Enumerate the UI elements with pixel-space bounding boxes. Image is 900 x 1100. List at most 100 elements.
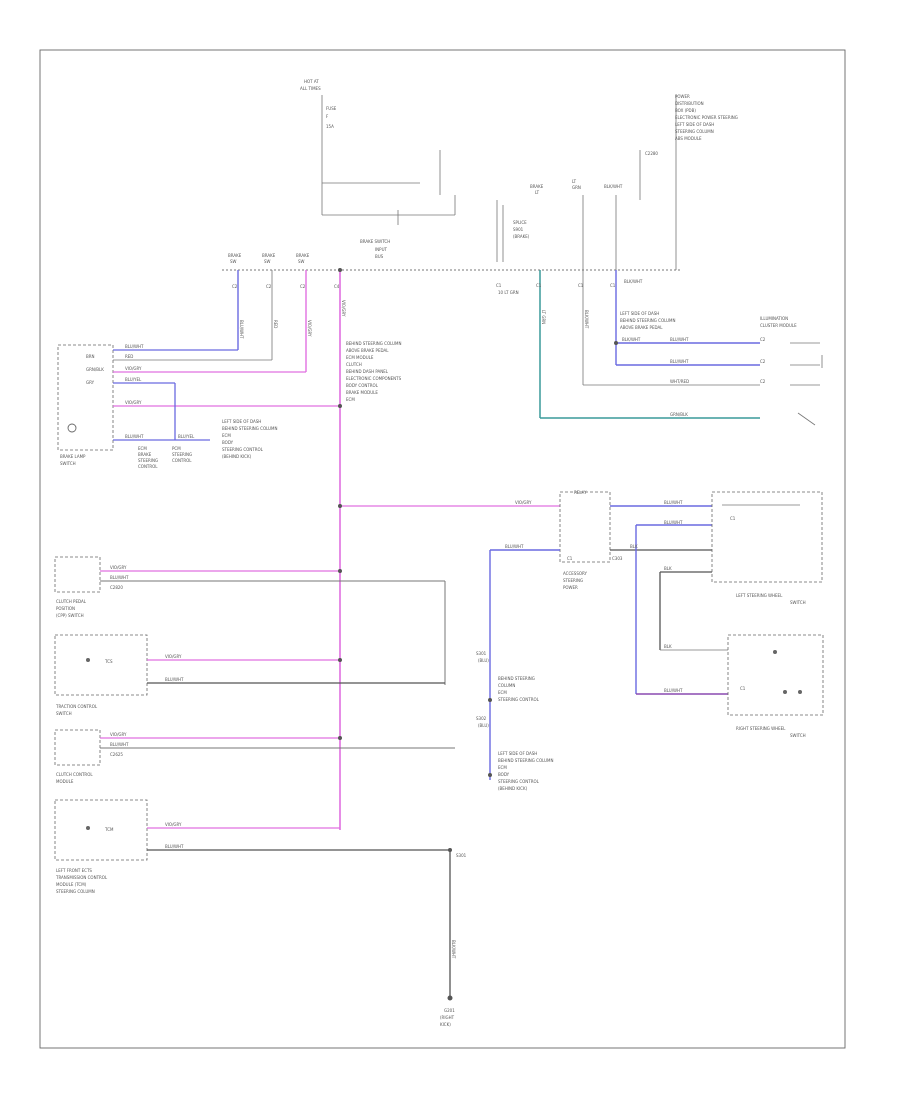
svg-text:C2: C2 bbox=[760, 337, 766, 342]
svg-text:BLU/WHT: BLU/WHT bbox=[664, 500, 683, 505]
diagram-frame bbox=[39, 49, 846, 1049]
svg-text:STEERING CONTROL: STEERING CONTROL bbox=[222, 447, 264, 452]
svg-text:BODY CONTROL: BODY CONTROL bbox=[346, 383, 379, 388]
svg-text:HOT AT: HOT AT bbox=[304, 79, 319, 84]
svg-text:BRAKE: BRAKE bbox=[296, 253, 310, 258]
svg-text:VIO/GRY: VIO/GRY bbox=[125, 366, 142, 371]
svg-text:BLU/WHT: BLU/WHT bbox=[110, 742, 129, 747]
svg-text:BRAKE: BRAKE bbox=[228, 253, 242, 258]
svg-text:BLK/WHT: BLK/WHT bbox=[604, 184, 623, 189]
svg-text:TCS: TCS bbox=[104, 659, 113, 664]
svg-text:BLU/WHT: BLU/WHT bbox=[239, 320, 244, 339]
svg-text:BLK/WHT: BLK/WHT bbox=[451, 940, 456, 959]
svg-text:LEFT SIDE OF DASH: LEFT SIDE OF DASH bbox=[222, 419, 261, 424]
svg-text:ECM: ECM bbox=[138, 446, 147, 451]
svg-text:LEFT SIDE OF DASH: LEFT SIDE OF DASH bbox=[498, 751, 537, 756]
svg-text:RELAY: RELAY bbox=[574, 490, 587, 495]
svg-text:C1: C1 bbox=[610, 283, 616, 288]
svg-text:BLU/WHT: BLU/WHT bbox=[165, 844, 184, 849]
left-drops: C2 C2 C2 C4 BLU/WHT RED VIO/GRY VIO/GRY bbox=[232, 270, 346, 830]
svg-text:(RIGHT: (RIGHT bbox=[440, 1015, 455, 1020]
svg-text:ELECTRONIC COMPONENTS: ELECTRONIC COMPONENTS bbox=[346, 376, 402, 381]
svg-text:C2625: C2625 bbox=[110, 752, 123, 757]
svg-text:STEERING COLUMN: STEERING COLUMN bbox=[675, 129, 714, 134]
svg-text:BLU/WHT: BLU/WHT bbox=[670, 337, 689, 342]
svg-text:KICK): KICK) bbox=[440, 1022, 451, 1027]
svg-text:GRY: GRY bbox=[86, 380, 95, 385]
svg-text:ECM MODULE: ECM MODULE bbox=[346, 355, 374, 360]
brake-lamp-switch: BLU/WHT RED VIO/GRY BLU/YEL VIO/GRY BLU/… bbox=[57, 344, 340, 469]
svg-text:VIO/GRY: VIO/GRY bbox=[125, 400, 142, 405]
svg-text:STEERING: STEERING bbox=[138, 458, 158, 463]
svg-text:CLUTCH PEDAL: CLUTCH PEDAL bbox=[56, 599, 87, 604]
svg-text:BEHIND STEERING COLUMN: BEHIND STEERING COLUMN bbox=[346, 341, 402, 346]
svg-text:TRACTION CONTROL: TRACTION CONTROL bbox=[55, 704, 98, 709]
svg-text:S301: S301 bbox=[476, 651, 487, 656]
svg-text:G201: G201 bbox=[444, 1008, 455, 1013]
svg-text:S901: S901 bbox=[513, 227, 524, 232]
svg-text:C4: C4 bbox=[334, 284, 340, 289]
svg-text:BEHIND STEERING COLUMN: BEHIND STEERING COLUMN bbox=[222, 426, 278, 431]
svg-text:PCM: PCM bbox=[172, 446, 181, 451]
svg-text:(CPP) SWITCH: (CPP) SWITCH bbox=[56, 613, 84, 618]
svg-text:ALL TIMES: ALL TIMES bbox=[300, 86, 321, 91]
svg-text:ILLUMINATION: ILLUMINATION bbox=[760, 316, 788, 321]
svg-text:C1: C1 bbox=[578, 283, 584, 288]
svg-text:LEFT SIDE OF DASH: LEFT SIDE OF DASH bbox=[620, 311, 659, 316]
svg-text:C2: C2 bbox=[760, 359, 766, 364]
svg-text:SWITCH: SWITCH bbox=[790, 600, 806, 605]
traction-control-switch: TCS VIO/GRY BLU/WHT TRACTION CONTROL SWI… bbox=[54, 634, 445, 716]
svg-text:BRN: BRN bbox=[86, 354, 95, 359]
svg-text:STEERING CONTROL: STEERING CONTROL bbox=[498, 697, 540, 702]
svg-text:MODULE: MODULE bbox=[56, 779, 74, 784]
top-right-note: POWER DISTRIBUTION BOX (PDB) ELECTRONIC … bbox=[645, 94, 738, 156]
svg-text:VIO/GRY: VIO/GRY bbox=[307, 320, 312, 337]
svg-text:BEHIND STEERING COLUMN: BEHIND STEERING COLUMN bbox=[498, 758, 554, 763]
svg-text:BLK/WHT: BLK/WHT bbox=[622, 337, 641, 342]
svg-text:SWITCH: SWITCH bbox=[790, 733, 806, 738]
svg-text:ECM: ECM bbox=[346, 397, 355, 402]
svg-text:VIO/GRY: VIO/GRY bbox=[165, 822, 182, 827]
svg-text:ABS MODULE: ABS MODULE bbox=[675, 136, 702, 141]
svg-text:ABOVE BRAKE PEDAL: ABOVE BRAKE PEDAL bbox=[620, 325, 663, 330]
svg-text:GRN/BLK: GRN/BLK bbox=[86, 367, 104, 372]
svg-text:POSITION: POSITION bbox=[56, 606, 75, 611]
svg-text:VIO/GRY: VIO/GRY bbox=[110, 732, 127, 737]
svg-text:BODY: BODY bbox=[498, 772, 510, 777]
svg-text:S301: S301 bbox=[456, 853, 467, 858]
svg-text:BUS: BUS bbox=[375, 254, 384, 259]
main-bus: BRAKE SWITCH INPUT BUS bbox=[222, 239, 680, 271]
svg-text:ECM: ECM bbox=[222, 433, 231, 438]
svg-text:ABOVE BRAKE PEDAL: ABOVE BRAKE PEDAL bbox=[346, 348, 389, 353]
svg-text:C1: C1 bbox=[496, 283, 502, 288]
svg-text:10 LT GRN: 10 LT GRN bbox=[498, 290, 519, 295]
svg-text:BODY: BODY bbox=[222, 440, 234, 445]
svg-text:WHT/RED: WHT/RED bbox=[670, 379, 689, 384]
svg-text:C2: C2 bbox=[300, 284, 306, 289]
svg-text:BEHIND STEERING COLUMN: BEHIND STEERING COLUMN bbox=[620, 318, 676, 323]
svg-text:BLU/WHT: BLU/WHT bbox=[664, 688, 683, 693]
svg-text:F: F bbox=[326, 114, 329, 119]
cruise-control-switch: VIO/GRY BLU/WHT C2820 CLUTCH PEDAL POSIT… bbox=[54, 556, 446, 685]
svg-text:CONTROL: CONTROL bbox=[172, 458, 192, 463]
top-power-feed: HOT AT ALL TIMES FUSE F 15A bbox=[300, 79, 456, 225]
svg-text:CLUTCH CONTROL: CLUTCH CONTROL bbox=[56, 772, 93, 777]
right-wiring: C1 C1 C1 BLK/WHT LT GRN BLK/WHT LEFT SID… bbox=[536, 270, 823, 426]
svg-text:(BLU): (BLU) bbox=[478, 658, 489, 663]
svg-text:BEHIND DASH PANEL: BEHIND DASH PANEL bbox=[346, 369, 389, 374]
svg-text:STEERING COLUMN: STEERING COLUMN bbox=[56, 889, 95, 894]
svg-text:SPLICE: SPLICE bbox=[513, 220, 527, 225]
svg-text:BLU/WHT: BLU/WHT bbox=[670, 359, 689, 364]
svg-text:ECM: ECM bbox=[498, 690, 507, 695]
svg-text:LT GRN: LT GRN bbox=[541, 310, 546, 324]
svg-text:BLK: BLK bbox=[664, 566, 672, 571]
svg-text:GRN: GRN bbox=[572, 185, 581, 190]
svg-text:ECM: ECM bbox=[498, 765, 507, 770]
svg-text:RED: RED bbox=[125, 354, 133, 359]
svg-text:STEERING: STEERING bbox=[563, 578, 583, 583]
svg-text:C2: C2 bbox=[266, 284, 272, 289]
svg-text:BLK: BLK bbox=[664, 644, 672, 649]
svg-text:BEHIND STEERING: BEHIND STEERING bbox=[498, 676, 535, 681]
transmission-control-module: TCM VIO/GRY BLU/WHT LEFT FRONT ECTS TRAN… bbox=[54, 799, 450, 894]
clutch-control-module: VIO/GRY BLU/WHT C2625 CLUTCH CONTROL MOD… bbox=[54, 729, 455, 784]
